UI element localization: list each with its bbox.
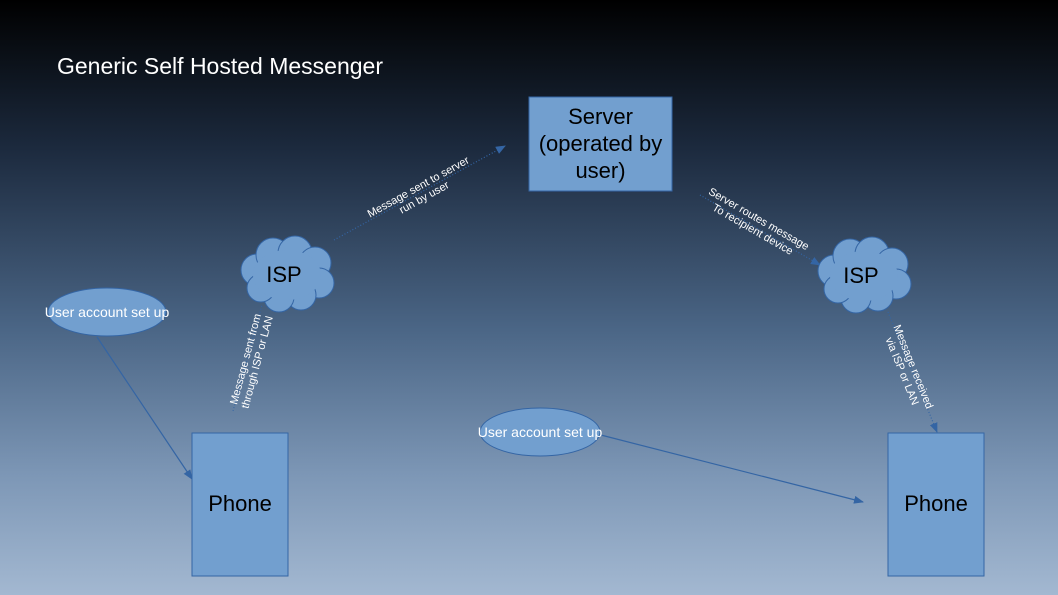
- phone-left-label: Phone: [208, 491, 272, 516]
- edge-label-isp-to-server-line-1: Message sent to server: [366, 154, 472, 220]
- arrow-account-to-phone-right: [596, 433, 864, 504]
- server-label-line-3: user): [575, 158, 625, 183]
- user-account-center: User account set up: [478, 407, 603, 457]
- phone-right-label: Phone: [904, 491, 968, 516]
- server-label-line-1: Server: [568, 104, 633, 129]
- isp-cloud-right: ISP: [817, 236, 912, 314]
- arrow-phone-to-isp-left: [232, 304, 263, 412]
- edge-label-server-to-isp-line-1: Server routes message: [706, 186, 810, 253]
- page-title: Generic Self Hosted Messenger: [57, 53, 383, 79]
- isp-left-label: ISP: [266, 262, 301, 287]
- phone-left: Phone: [191, 432, 289, 577]
- arrow-account-to-phone-left: [96, 336, 193, 480]
- user-account-center-label: User account set up: [478, 424, 603, 440]
- user-account-left: User account set up: [45, 287, 170, 337]
- arrow-isp-to-phone-right: [887, 311, 938, 433]
- edge-label-isp-to-phone: Message received via ISP or LAN: [883, 323, 935, 410]
- edge-label-server-to-isp: Server routes message To recipient devic…: [706, 186, 810, 258]
- user-account-left-label: User account set up: [45, 304, 170, 320]
- edge-label-isp-to-server: Message sent to server run by user: [366, 154, 472, 220]
- isp-right-label: ISP: [843, 263, 878, 288]
- edge-label-phone-to-isp: Message sent from through ISP or LAN: [228, 312, 276, 409]
- phone-right: Phone: [887, 432, 985, 577]
- server-label-line-2: (operated by: [539, 131, 663, 156]
- arrow-isp-to-server: [333, 145, 506, 241]
- isp-cloud-left: ISP: [240, 235, 335, 313]
- server-node: Server (operated by user): [528, 96, 673, 192]
- arrow-server-to-isp: [699, 194, 821, 266]
